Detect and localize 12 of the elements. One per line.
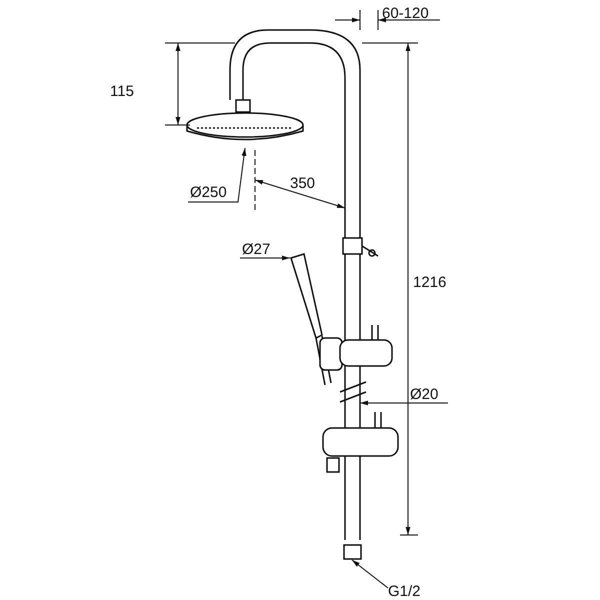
leader-line [352,560,388,588]
dimension-label: 350 [290,176,316,192]
dimension-label: 115 [110,84,134,100]
dimension-label: G1/2 [388,584,421,600]
leader-line [188,148,246,202]
dimension-label: Ø27 [242,242,270,258]
dimension-label: Ø250 [190,185,227,201]
leader-line [360,400,448,406]
dimension-label: Ø20 [410,387,438,403]
dimension-label: 1216 [413,275,446,291]
leader-line [240,256,290,260]
dimension-label: 60-120 [382,6,429,22]
